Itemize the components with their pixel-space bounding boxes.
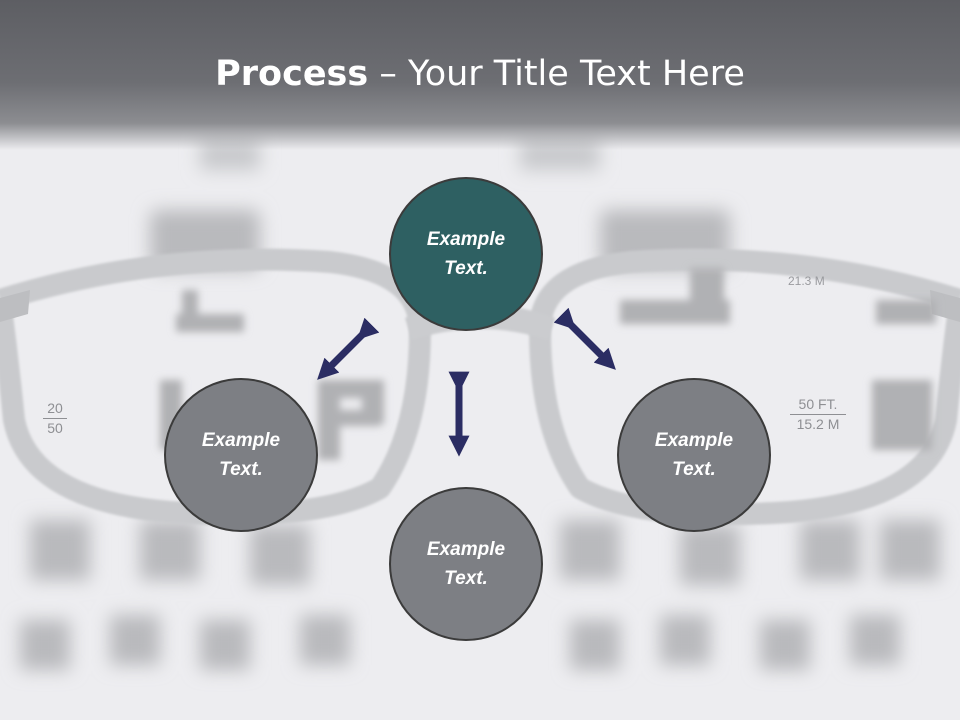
title-rest: – Your Title Text Here [368,54,745,94]
process-circle-top[interactable]: Example Text. [389,177,543,331]
process-circle-left[interactable]: Example Text. [164,378,318,532]
circle-top-line1: Example [426,229,506,250]
circle-bottom-line1: Example [426,539,506,560]
title-bar [0,0,960,150]
acuity-denominator: 50 [47,420,63,436]
fraction-divider [43,418,67,419]
acuity-numerator: 20 [47,400,63,416]
slide-title[interactable]: Process – Your Title Text Here [0,52,960,96]
process-circle-right[interactable]: Example Text. [617,378,771,532]
chart-small-label: 21.3 M [788,274,825,288]
process-circle-bottom[interactable]: Example Text. [389,487,543,641]
circle-right-text: Example Text. [639,426,749,484]
circle-bottom-line2: Text. [444,568,488,589]
circle-left-line1: Example [201,430,281,451]
arrow-top-left [317,317,380,380]
circle-left-text: Example Text. [186,426,296,484]
circle-left-line2: Text. [219,459,263,480]
circle-right-line2: Text. [672,459,716,480]
distance-feet: 50 FT. [798,396,838,412]
circle-top-text: Example Text. [411,225,521,283]
arrow-top-right [553,307,616,370]
circle-top-line2: Text. [444,258,488,279]
title-bold: Process [215,54,369,94]
distance-meters: 15.2 M [796,416,840,432]
circle-right-line1: Example [654,430,734,451]
distance-divider [790,414,846,415]
chart-acuity-left: 20 50 [40,400,70,437]
circle-bottom-text: Example Text. [411,535,521,593]
chart-distance-right: 50 FT. 15.2 M [788,396,848,433]
